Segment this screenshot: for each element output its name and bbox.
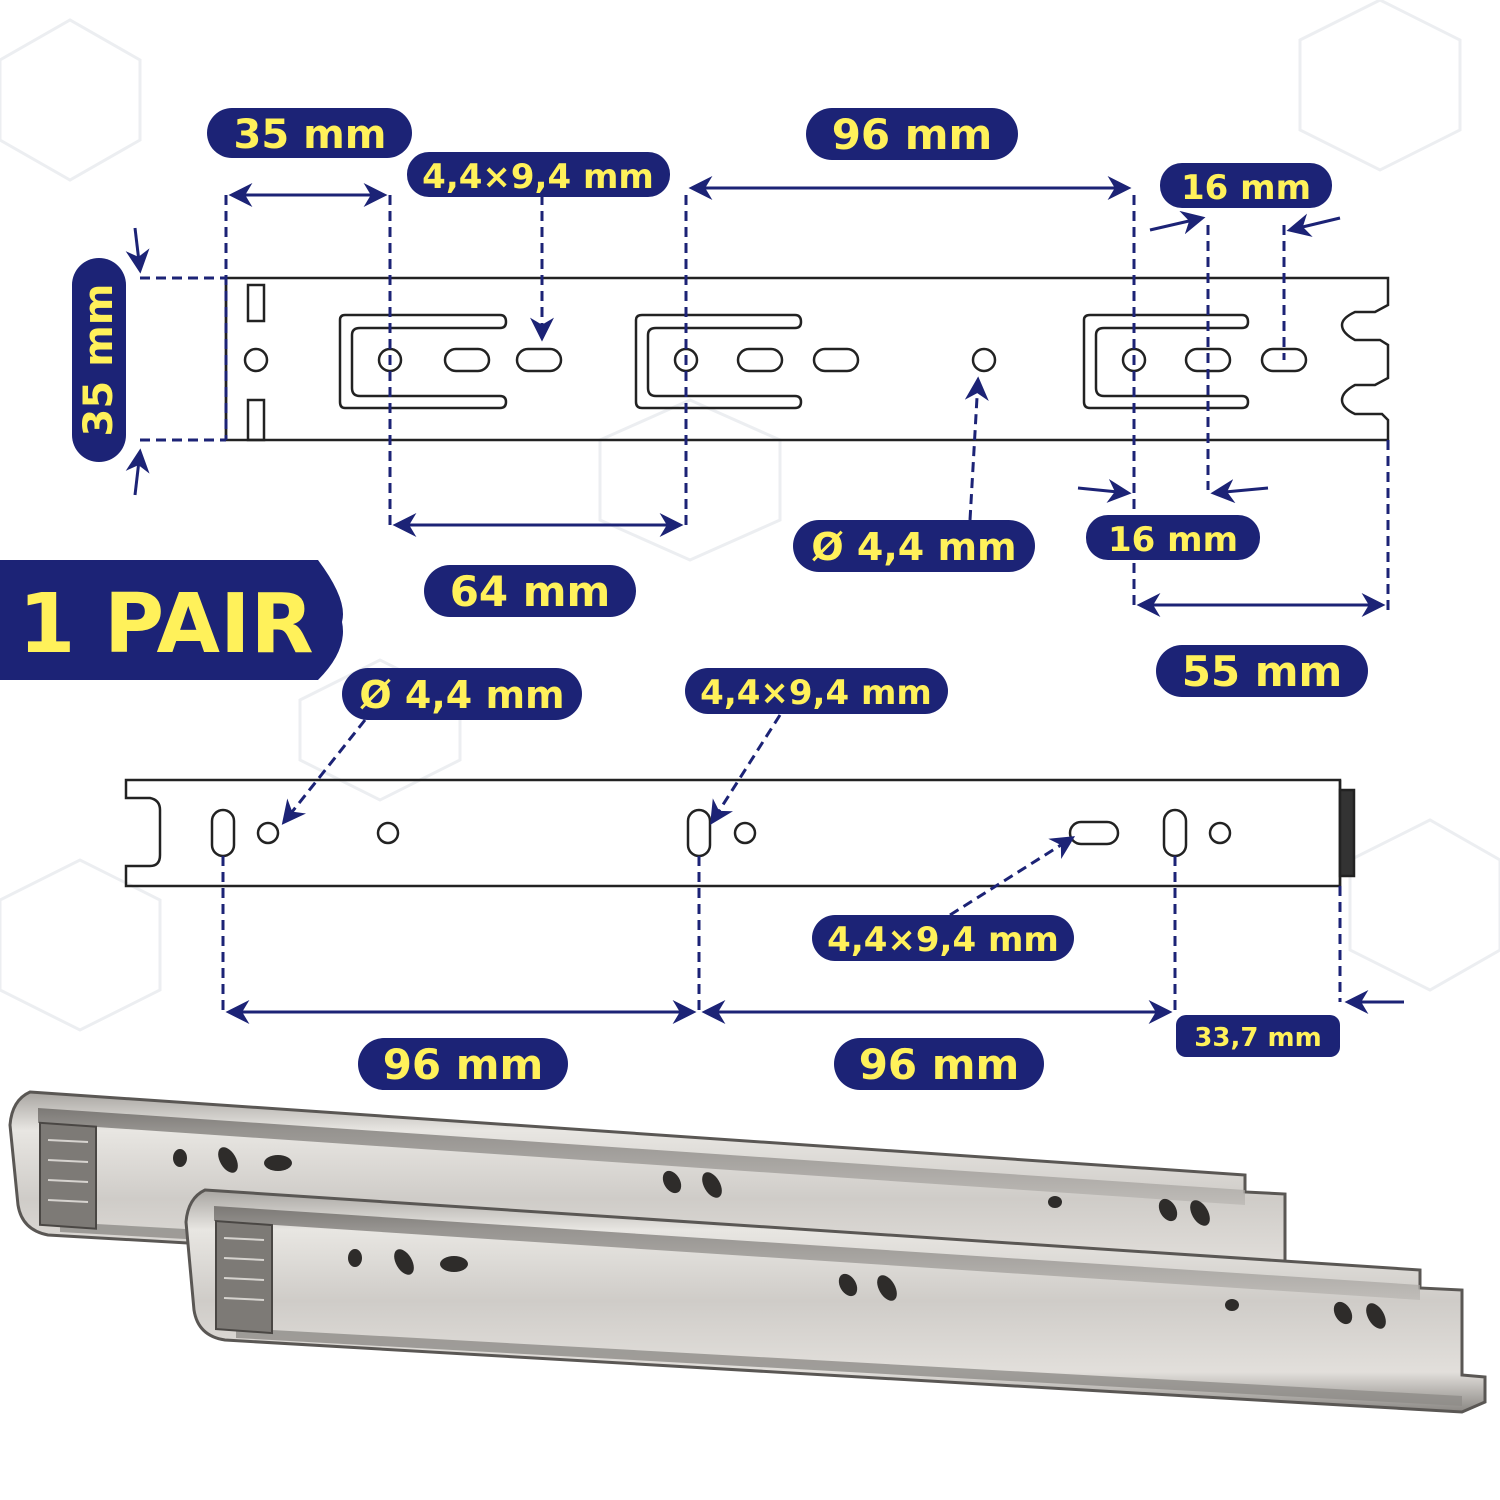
svg-text:Ø 4,4 mm: Ø 4,4 mm [359, 673, 564, 717]
svg-text:33,7 mm: 33,7 mm [1194, 1023, 1321, 1053]
label-hole-spacing-top: 96 mm [806, 108, 1018, 160]
top-rail-slot [812, 347, 860, 373]
dim-arrow [125, 227, 150, 274]
hex-background [0, 0, 1500, 1032]
label-height: 35 mm [72, 258, 126, 462]
bottom-rail-slot [1162, 808, 1188, 858]
label-bottom-end-offset: 33,7 mm [1176, 1015, 1340, 1057]
top-rail-slot [515, 347, 563, 373]
label-hole-spacing-bottom: 64 mm [424, 565, 636, 617]
top-rail-bracket [634, 313, 803, 410]
bottom-rail-slot [686, 808, 712, 858]
bottom-rail-hole [733, 821, 757, 845]
top-rail-slot [1260, 347, 1308, 373]
label-bottom-hole-diameter: Ø 4,4 mm [342, 668, 582, 720]
bottom-rail-slot [1068, 820, 1120, 846]
pair-badge: 1 PAIR [0, 560, 343, 680]
top-rail-tab-upper [246, 283, 266, 323]
top-rail-dimensions [125, 176, 1390, 617]
label-hole-diameter: Ø 4,4 mm [793, 520, 1035, 572]
top-rail-outline [224, 276, 1390, 442]
top-rail-tab-lower [246, 398, 266, 442]
svg-text:1 PAIR: 1 PAIR [18, 577, 313, 672]
top-rail-slot [443, 347, 491, 373]
svg-text:4,4×9,4 mm: 4,4×9,4 mm [827, 920, 1059, 960]
svg-text:Ø 4,4 mm: Ø 4,4 mm [811, 525, 1016, 569]
svg-text:35 mm: 35 mm [234, 112, 387, 158]
label-front-offset: 35 mm [207, 108, 412, 158]
label-bottom-spacing-left: 96 mm [358, 1038, 568, 1090]
svg-text:4,4×9,4 mm: 4,4×9,4 mm [700, 673, 932, 713]
svg-text:35 mm: 35 mm [76, 284, 122, 437]
top-rail-bracket [1082, 313, 1250, 410]
top-rail-hole [971, 347, 997, 373]
top-rail-hole [243, 347, 269, 373]
bottom-rail-hole [256, 821, 280, 845]
svg-text:96 mm: 96 mm [859, 1040, 1020, 1089]
label-bottom-slot-top: 4,4×9,4 mm [685, 668, 948, 714]
label-slot-top: 4,4×9,4 mm [407, 152, 670, 197]
bottom-rail-outline [124, 778, 1342, 888]
label-bottom-spacing-right: 96 mm [834, 1038, 1044, 1090]
dim-arrow [1149, 210, 1206, 235]
label-end-spacing-bottom: 16 mm [1086, 515, 1260, 560]
label-end-spacing: 16 mm [1160, 163, 1332, 208]
label-end-offset: 55 mm [1156, 645, 1368, 697]
svg-text:16 mm: 16 mm [1108, 520, 1238, 560]
bottom-rail-drawing [124, 778, 1356, 888]
dim-arrow [1077, 479, 1132, 503]
bottom-rail-hole [376, 821, 400, 845]
top-rail-drawing [224, 276, 1390, 442]
dim-arrow [125, 448, 150, 496]
svg-text:16 mm: 16 mm [1181, 168, 1311, 208]
dim-arrow [1210, 479, 1269, 504]
svg-text:64 mm: 64 mm [450, 567, 611, 616]
dim-arrow [1286, 213, 1341, 237]
top-rail-bracket [338, 313, 508, 410]
bottom-rail-slot [210, 808, 236, 858]
svg-text:96 mm: 96 mm [383, 1040, 544, 1089]
drawer-slide-rail-icon [184, 1188, 1487, 1414]
svg-text:96 mm: 96 mm [832, 110, 993, 159]
top-rail-slot [736, 347, 784, 373]
bottom-rail-dimensions [221, 714, 1404, 1024]
label-bottom-slot-bottom: 4,4×9,4 mm [812, 915, 1074, 961]
svg-text:4,4×9,4 mm: 4,4×9,4 mm [422, 157, 654, 197]
svg-text:55 mm: 55 mm [1182, 647, 1343, 696]
bottom-rail-hole [1208, 821, 1232, 845]
